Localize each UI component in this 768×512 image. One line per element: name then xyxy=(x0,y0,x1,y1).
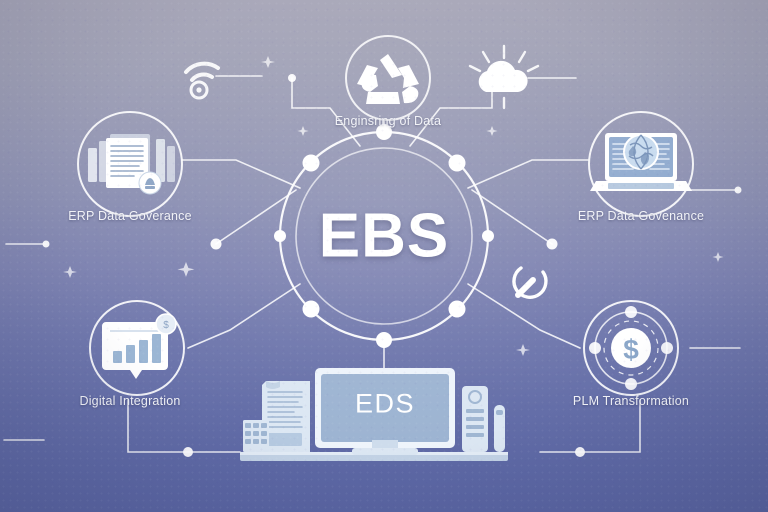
connection-hub-left-lower xyxy=(215,189,297,245)
connection-hub-to-digital xyxy=(187,283,301,349)
hub-node-nw xyxy=(302,154,320,172)
label-erp-data-goverance-right[interactable]: ERP Data Govenance xyxy=(577,209,705,223)
keyboard-block xyxy=(243,420,269,452)
cylinder-device xyxy=(494,405,505,452)
label-digital-integration[interactable]: Digital Integration xyxy=(79,394,181,408)
sparkles xyxy=(63,56,724,356)
tower-case xyxy=(462,386,488,452)
svg-text:$: $ xyxy=(623,334,639,365)
connection-hub-to-wifi xyxy=(291,77,361,147)
node-circle xyxy=(588,111,694,217)
label-erp-data-goverance-left[interactable]: ERP Data Goverance xyxy=(68,209,192,223)
sparkle xyxy=(516,344,530,356)
bar-chart-bubble-icon: $ xyxy=(102,313,177,379)
magnifier-icon xyxy=(512,266,548,299)
hub-node-n xyxy=(376,124,392,140)
node-circle xyxy=(583,300,679,396)
recycle-icon xyxy=(357,54,419,104)
cloud-shape xyxy=(478,60,528,92)
node-plm-transformation[interactable]: $ xyxy=(583,300,679,396)
sparkle xyxy=(486,126,498,136)
cloud-icon xyxy=(468,44,540,110)
node-dot xyxy=(288,74,296,82)
node-dot xyxy=(546,238,558,250)
connection-digital-to-desk xyxy=(127,399,241,453)
svg-text:$: $ xyxy=(163,320,169,331)
sparkle xyxy=(177,262,195,277)
connection-hub-to-plm xyxy=(467,283,581,349)
hub-node-s xyxy=(376,332,392,348)
node-dot xyxy=(183,447,193,457)
hub-node-ne xyxy=(448,154,466,172)
sparkle xyxy=(261,56,275,68)
node-digital-integration[interactable]: $ xyxy=(89,300,185,396)
node-erp-data-goverance-right[interactable] xyxy=(588,111,694,217)
connection-hub-right-lower xyxy=(471,189,553,245)
connection-hub-to-erp-right xyxy=(467,159,589,189)
hub-node-w xyxy=(274,230,286,242)
hub-inner-ring xyxy=(295,147,473,325)
monitor xyxy=(315,368,455,455)
dollar-orbit-icon: $ xyxy=(589,306,673,390)
hub-node-e xyxy=(482,230,494,242)
connection-hub-to-erp-left xyxy=(181,159,301,189)
desk-workstation xyxy=(240,368,508,461)
monitor-screen xyxy=(321,374,449,442)
connection-hub-to-cloud xyxy=(409,79,493,147)
laptop-globe-icon xyxy=(590,133,692,191)
node-dot xyxy=(210,238,222,250)
sparkle xyxy=(712,252,724,262)
node-erp-data-goverance-left[interactable] xyxy=(77,111,183,217)
node-circle xyxy=(345,35,431,121)
wifi-icon xyxy=(184,61,220,100)
label-plm-transformation[interactable]: PLM Transformation xyxy=(572,394,690,408)
sparkle xyxy=(63,266,77,278)
node-dot xyxy=(42,240,50,248)
node-engineering-of-data[interactable] xyxy=(345,35,431,121)
node-circle xyxy=(77,111,183,217)
node-dot xyxy=(575,447,585,457)
node-circle xyxy=(89,300,185,396)
label-engineering-of-data[interactable]: Enginsring of Data xyxy=(334,114,442,128)
node-dot xyxy=(734,186,742,194)
hub-node-se xyxy=(448,300,466,318)
hub-label: EBS xyxy=(318,201,450,271)
document-stack xyxy=(262,381,310,452)
hub-node-sw xyxy=(302,300,320,318)
documents-icon xyxy=(88,134,175,195)
monitor-screen-label: EDS xyxy=(354,388,416,419)
connection-plm-to-desk xyxy=(539,399,641,453)
sparkle xyxy=(297,126,309,136)
hub-ring-nodes xyxy=(274,124,494,348)
